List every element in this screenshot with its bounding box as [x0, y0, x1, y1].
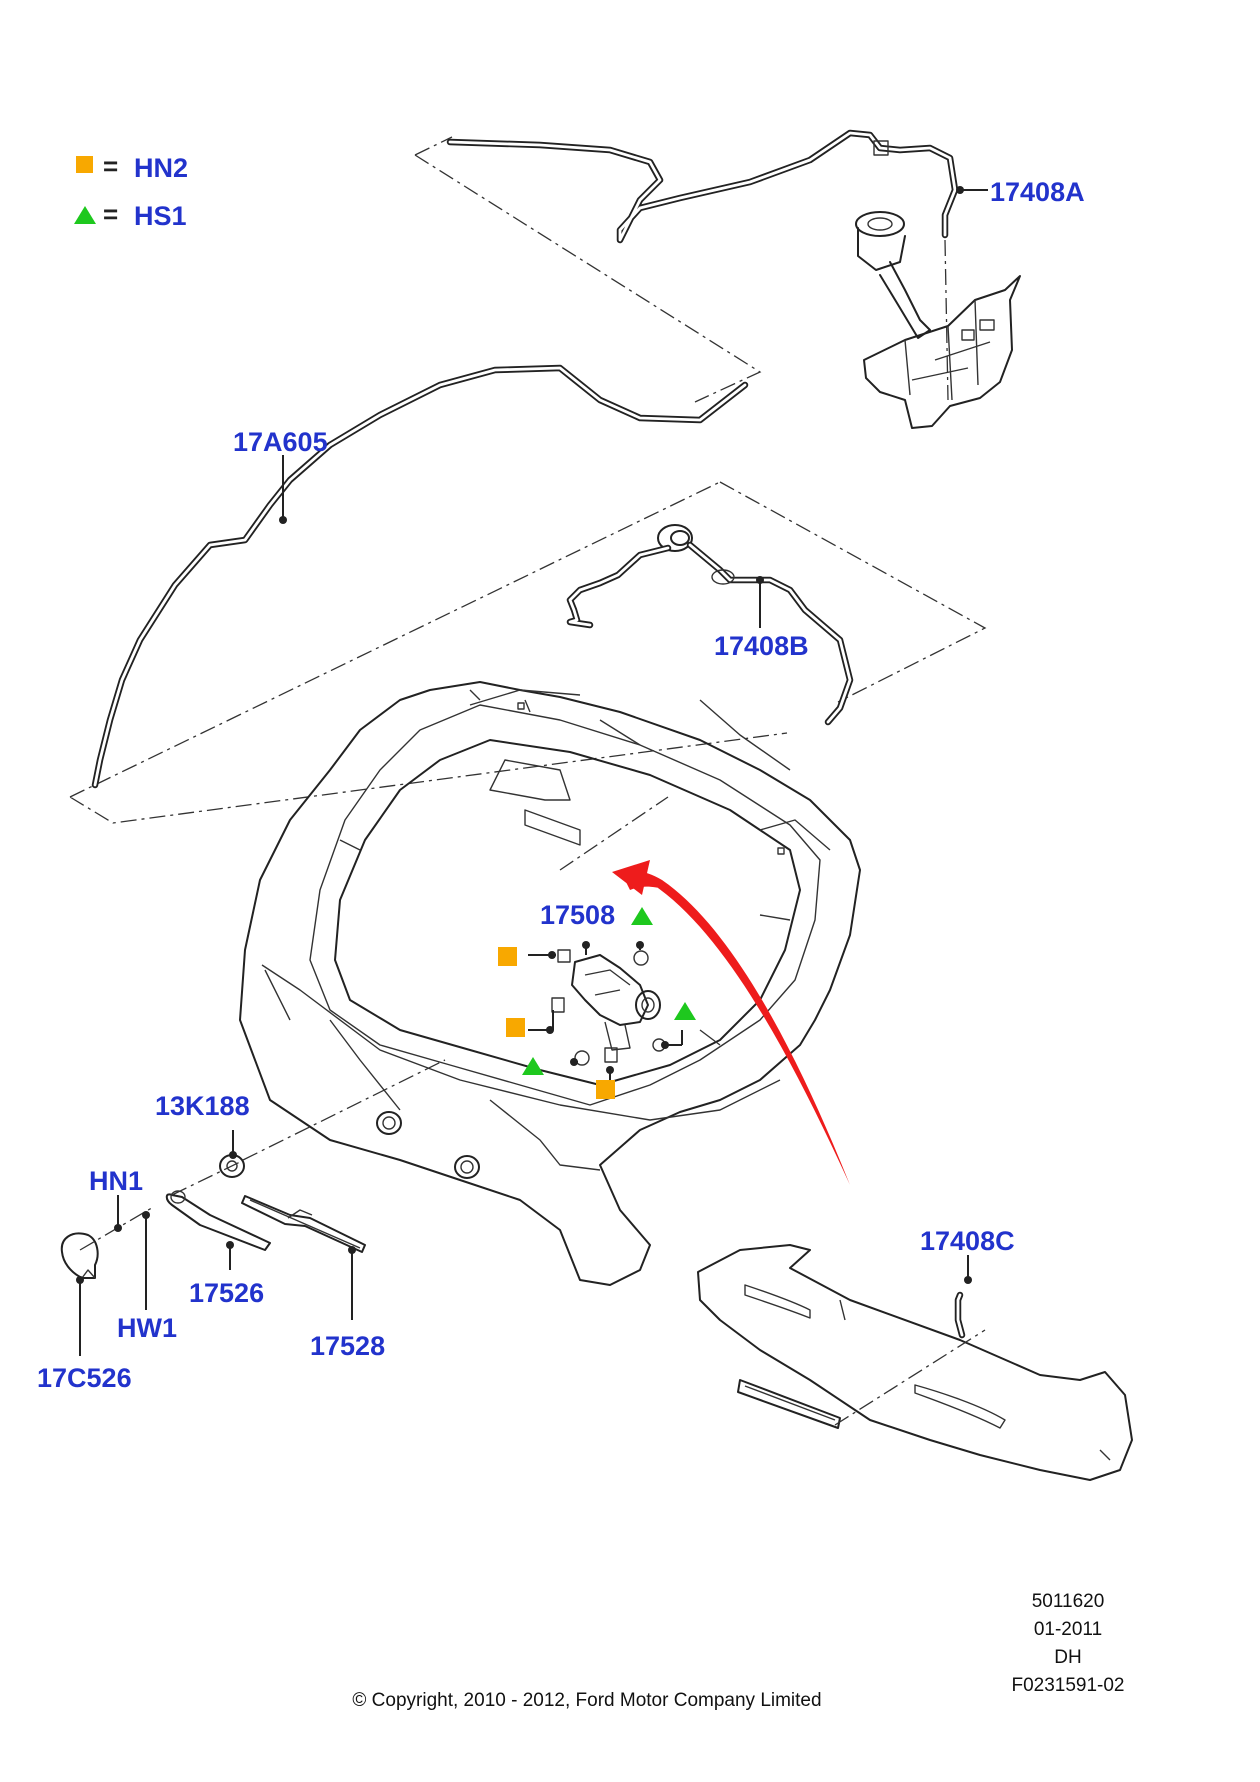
washer-hose-17a605	[91, 364, 749, 789]
info-date: 01-2011	[1034, 1619, 1102, 1640]
legend-equals-2: =	[103, 199, 118, 229]
rear-spoiler	[697, 1244, 1133, 1481]
hn2-square-icon	[76, 156, 93, 173]
callout-leaders	[279, 186, 988, 628]
washer-reservoir	[855, 211, 1021, 429]
info-code: DH	[1054, 1647, 1081, 1668]
wiper-motor-17508	[498, 907, 696, 1099]
label-17526: 17526	[189, 1278, 264, 1308]
copyright-notice: © Copyright, 2010 - 2012, Ford Motor Com…	[352, 1690, 821, 1711]
info-part-number: 5011620	[1032, 1591, 1105, 1612]
hn2-nut-icon	[596, 1080, 615, 1099]
legend-hs1-label: HS1	[134, 201, 187, 231]
label-17c526: 17C526	[37, 1363, 132, 1393]
label-hn1: HN1	[89, 1166, 143, 1196]
label-17408b: 17408B	[714, 631, 809, 661]
hs1-screw-icon	[522, 1057, 544, 1075]
legend: = HN2 = HS1	[74, 151, 188, 231]
tailgate-panel	[239, 681, 861, 1286]
info-figure-id: F0231591-02	[1011, 1675, 1124, 1696]
legend-equals-1: =	[103, 151, 118, 181]
washer-hose-17408a	[446, 129, 959, 401]
wiper-arm-parts	[60, 1059, 446, 1356]
legend-hn2-label: HN2	[134, 153, 188, 183]
lower-hose-plane	[69, 481, 987, 824]
hn2-nut-icon	[506, 1018, 525, 1037]
upper-hose-plane	[414, 136, 762, 403]
hs1-screw-icon	[631, 907, 653, 925]
info-block: 5011620 01-2011 DH F0231591-02	[1011, 1591, 1124, 1696]
hs1-triangle-icon	[74, 206, 96, 224]
label-17408c: 17408C	[920, 1226, 1015, 1256]
label-17408a: 17408A	[990, 177, 1085, 207]
label-17a605: 17A605	[233, 427, 328, 457]
assembly-arrow	[612, 860, 850, 1185]
label-17508: 17508	[540, 900, 615, 930]
hs1-screw-icon	[674, 1002, 696, 1020]
label-17528: 17528	[310, 1331, 385, 1361]
reference-planes	[69, 136, 987, 824]
washer-hose-17408b	[566, 524, 854, 726]
callout-labels: 17408A 17A605 17408B 17508 13K188 HN1 17…	[37, 177, 1085, 1393]
hn2-nut-icon	[498, 947, 517, 966]
label-13k188: 13K188	[155, 1091, 250, 1121]
label-hw1: HW1	[117, 1313, 177, 1343]
